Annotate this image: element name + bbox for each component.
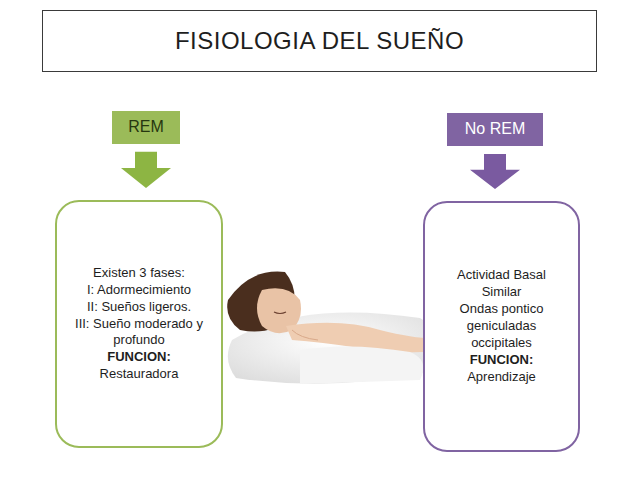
node-text: Ondas pontico geniculadas occipitales [446,301,558,352]
phase-box: Existen 3 fases:I: AdormecimientoII: Sue… [55,200,223,448]
phase-label: No REM [447,113,543,146]
node-text: REM [128,117,164,138]
block-arrow [121,152,171,188]
diagram-title: FISIOLOGIA DEL SUEÑO [175,27,464,55]
block-arrow [470,154,520,189]
node-text: FUNCION: [107,349,171,366]
phase-label: REM [112,111,180,144]
node-text: Existen 3 fases: [93,265,185,282]
phase-box: Actividad Basal SimilarOndas pontico gen… [423,201,580,452]
node-text: No REM [465,119,525,140]
node-text: I: Adormecimiento [87,282,191,299]
node-text: III: Sueño moderado y profundo [69,316,209,350]
title-box: FISIOLOGIA DEL SUEÑO [42,10,597,72]
node-text: Aprendizaje [467,369,536,386]
node-text: II: Sueños ligeros. [87,299,191,316]
node-text: FUNCION: [470,352,534,369]
node-text: Restauradora [100,366,179,383]
node-text: Actividad Basal Similar [446,267,558,301]
